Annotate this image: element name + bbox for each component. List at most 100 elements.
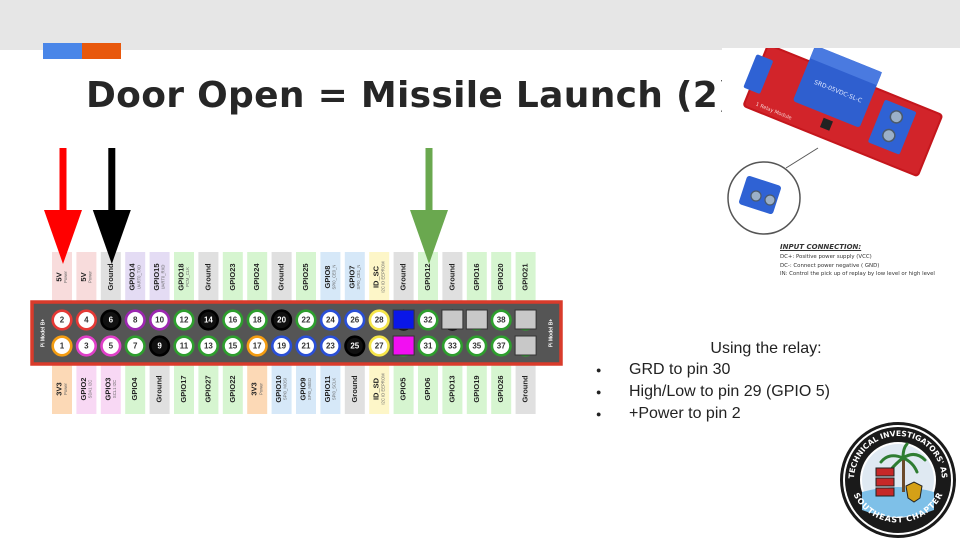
- gpio-pin: 28: [368, 309, 390, 331]
- gpio-pin: 18: [246, 309, 268, 331]
- input-connection-caption: INPUT CONNECTION: DC+: Positive power su…: [780, 243, 960, 279]
- pin-label-sub: UART0_TXD: [136, 265, 141, 289]
- input-connection-line: IN: Control the pick up of replay by low…: [780, 271, 935, 277]
- gpio-pin: 37: [490, 335, 512, 357]
- pin-number: 3: [84, 342, 89, 351]
- gpio-pin: 23: [319, 335, 342, 357]
- pin-label-bottom: GPIO4: [125, 364, 146, 414]
- pin-number: 2: [60, 316, 65, 325]
- pin-label-name: Ground: [447, 263, 456, 290]
- pin-number: 19: [277, 342, 286, 351]
- gpio-pin: 33: [441, 335, 464, 357]
- pin-label-sub: PCM_CLK: [185, 267, 190, 287]
- pin-label-name: GPIO4: [130, 377, 139, 401]
- gpio-pin: 16: [222, 309, 244, 331]
- gpio-pin: 5: [100, 335, 122, 357]
- pin-number: 35: [472, 342, 481, 351]
- title-accent-orange: [82, 43, 121, 59]
- pin-label-name: GPIO18: [176, 263, 185, 290]
- pin-label-top: GPIO12: [418, 252, 438, 302]
- gpio-pin: 22: [295, 309, 317, 331]
- pin-label-name: GPIO6: [423, 378, 432, 401]
- relay-instructions: Using the relay: GRD to pin 30 High/Low …: [596, 340, 916, 425]
- gpio-pin: 1: [51, 335, 73, 357]
- pin-number: 24: [326, 316, 335, 325]
- gpio-pin: 2: [51, 309, 73, 331]
- pin-number: 5: [109, 342, 114, 351]
- pin-label-bottom: GPIO5: [393, 364, 414, 414]
- pin-label-top: Ground: [442, 252, 463, 302]
- pin-label-name: GPIO20: [496, 263, 505, 290]
- gpio-pin: 24: [319, 309, 342, 331]
- pin-label-name: GPIO3: [103, 378, 112, 401]
- top-banner: [0, 0, 960, 50]
- input-connection-line: DC+: Positive power supply (VCC): [780, 254, 872, 260]
- pin-label-sub: UART0_RXD: [161, 265, 166, 290]
- gpio-pin: 19: [271, 335, 293, 357]
- pin-label-top: GPIO25: [296, 252, 316, 302]
- pin-label-top: GPIO23: [222, 252, 243, 302]
- pin-label-name: GPIO5: [399, 378, 408, 401]
- pin-number: 13: [204, 342, 213, 351]
- pin-label-sub: SPI0_CE0_N: [332, 265, 337, 290]
- ntia-southeast-chapter-logo: NATIONAL TECHNICAL INVESTIGATORS' ASSOCI…: [838, 420, 956, 538]
- pin-label-name: Ground: [350, 375, 359, 402]
- pin-label-name: GPIO11: [323, 376, 332, 403]
- pin-marker: [465, 309, 488, 330]
- pin-number: 11: [180, 342, 189, 351]
- relay-instructions-heading: Using the relay:: [710, 340, 822, 357]
- pin-number: 15: [228, 342, 237, 351]
- input-connection-title: INPUT CONNECTION:: [780, 243, 862, 251]
- gpio-pin: 26: [344, 309, 366, 331]
- gpio-pin: 10: [149, 309, 171, 331]
- pin-marker: [392, 335, 415, 356]
- pin-label-bottom: Ground: [344, 364, 365, 414]
- pin-number: 28: [375, 316, 384, 325]
- pin-arrow: [44, 148, 82, 264]
- pin-number: 27: [375, 342, 384, 351]
- pin-label-top: Ground: [271, 252, 292, 302]
- pin-number: 26: [350, 316, 359, 325]
- gpio-pin: 7: [124, 335, 146, 357]
- pin-label-name: Ground: [399, 263, 408, 290]
- pin-label-sub: SPI0_SCLK: [332, 378, 337, 401]
- pin-label-bottom: Ground: [515, 364, 536, 414]
- pin-label-bottom: GPIO26: [491, 364, 512, 414]
- pin-label-name: GPIO14: [128, 263, 137, 291]
- pin-label-top: Ground: [393, 252, 414, 302]
- pin-label-bottom: GPIO6: [418, 364, 438, 414]
- pin-label-name: Ground: [521, 375, 530, 402]
- pin-label-sub: SCL1 I2C: [112, 380, 117, 398]
- gpio-pin: 3: [75, 335, 97, 357]
- pin-number: 37: [497, 342, 506, 351]
- board-model-label: Pi Model B+: [40, 319, 46, 348]
- pin-number: 12: [180, 316, 189, 325]
- pin-label-top: Ground: [100, 252, 121, 302]
- pin-number: 7: [133, 342, 138, 351]
- pin-number: 25: [350, 342, 359, 351]
- gpio-pin: 8: [124, 309, 146, 331]
- gpio-pin: 35: [466, 335, 488, 357]
- pin-number: 8: [133, 316, 138, 325]
- pin-label-sub: SPI0_MOSI: [283, 378, 288, 400]
- pin-number: 14: [204, 316, 213, 325]
- pin-label-bottom: GPIO22: [222, 364, 243, 414]
- pin-number: 20: [277, 316, 286, 325]
- gpio-pin: 38: [490, 309, 512, 331]
- pin-number: 31: [424, 342, 433, 351]
- pin-label-name: GPIO12: [423, 263, 432, 290]
- pin-number: 33: [448, 342, 457, 351]
- gpio-pin: 15: [222, 335, 244, 357]
- pin-label-name: 3V3: [250, 382, 259, 395]
- pin-label-name: GPIO8: [323, 266, 332, 289]
- pin-label-bottom: GPIO13: [442, 364, 463, 414]
